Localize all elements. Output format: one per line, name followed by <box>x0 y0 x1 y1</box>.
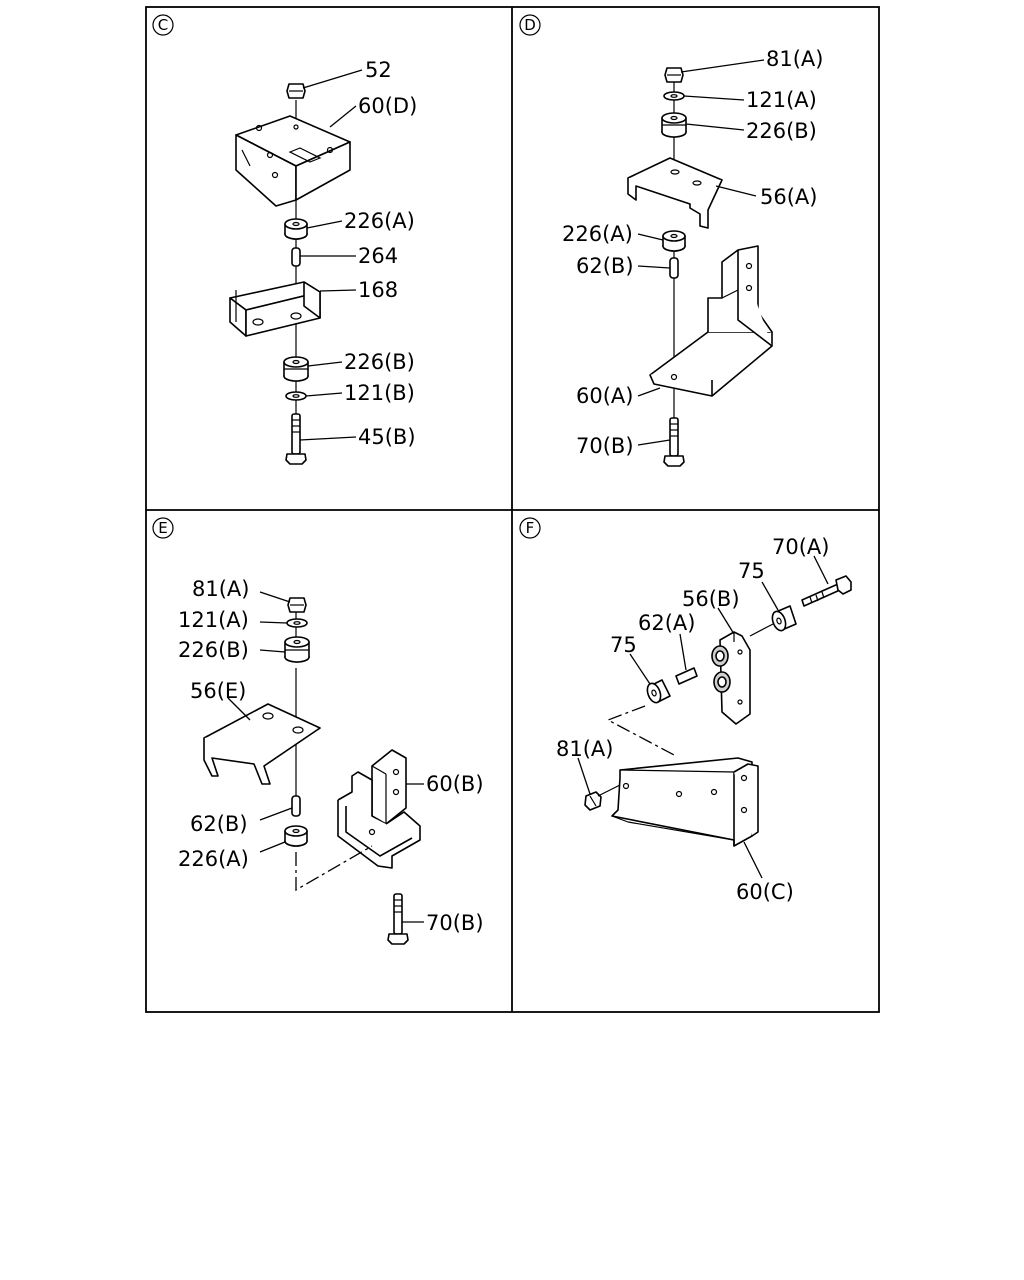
callout-75-lower: 75 <box>610 633 637 657</box>
rubber-mount-part <box>284 218 308 240</box>
panel-d-id-badge: D <box>519 14 541 36</box>
callout-121-a: 121(A) <box>746 88 817 112</box>
panel-f: 70(A) 75 56(B) 62(A) 75 81(A) 60(C) <box>556 535 852 904</box>
callout-121-b: 121(B) <box>344 381 415 405</box>
callout-60-d: 60(D) <box>358 94 417 118</box>
panel-f-id: F <box>526 519 535 537</box>
callout-226-a: 226(A) <box>178 847 249 871</box>
pin-part <box>669 257 679 279</box>
washer-part <box>285 391 307 401</box>
rubber-mount-part <box>662 230 686 252</box>
callout-81-a: 81(A) <box>766 47 823 71</box>
callout-168: 168 <box>358 278 398 302</box>
rubber-mount-part <box>771 605 797 632</box>
callout-62-a: 62(A) <box>638 611 695 635</box>
nut-part <box>664 67 684 83</box>
bracket-part <box>611 757 759 847</box>
panel-e-id: E <box>158 519 167 537</box>
bracket-part <box>235 115 351 207</box>
bracket-part <box>203 703 321 785</box>
callout-62-b: 62(B) <box>576 254 634 278</box>
callout-75-upper: 75 <box>738 559 765 583</box>
rubber-mount-part <box>284 636 310 663</box>
bracket-part <box>711 631 751 725</box>
panel-c-id-badge: C <box>152 14 174 36</box>
washer-part <box>286 618 308 628</box>
panel-c-id: C <box>158 16 168 34</box>
nut-part <box>286 83 306 99</box>
panel-e: 81(A) 121(A) 226(B) 56(E) 60(B) 62(B) 22… <box>178 577 484 945</box>
bracket-part <box>649 245 773 397</box>
callout-60-c: 60(C) <box>736 880 794 904</box>
callout-226-b: 226(B) <box>746 119 817 143</box>
nut-part <box>287 597 307 613</box>
callout-226-a: 226(A) <box>562 222 633 246</box>
callout-121-a: 121(A) <box>178 608 249 632</box>
callout-226-a: 226(A) <box>344 209 415 233</box>
callout-81-a: 81(A) <box>192 577 249 601</box>
bracket-part <box>229 281 321 337</box>
rubber-mount-part <box>283 356 309 382</box>
pin-part <box>291 795 301 817</box>
rubber-mount-part <box>661 112 687 138</box>
callout-264: 264 <box>358 244 398 268</box>
pin-part <box>291 247 301 267</box>
callout-62-b: 62(B) <box>190 812 248 836</box>
callout-70-b: 70(B) <box>576 434 634 458</box>
bolt-part <box>801 575 852 607</box>
washer-part <box>663 91 685 101</box>
rubber-mount-part <box>284 825 308 847</box>
panel-e-id-badge: E <box>152 517 174 539</box>
callout-60-a: 60(A) <box>576 384 633 408</box>
callout-56-a: 56(A) <box>760 185 817 209</box>
bracket-part <box>627 157 723 229</box>
callout-60-b: 60(B) <box>426 772 484 796</box>
callout-70-a: 70(A) <box>772 535 829 559</box>
callout-45-b: 45(B) <box>358 425 416 449</box>
callout-56-e: 56(E) <box>190 679 246 703</box>
bracket-part <box>337 749 421 869</box>
callout-81-a: 81(A) <box>556 737 613 761</box>
bolt-part <box>663 417 685 467</box>
nut-part <box>584 791 602 811</box>
callout-226-b: 226(B) <box>344 350 415 374</box>
callout-226-b: 226(B) <box>178 638 249 662</box>
panel-d: 81(A) 121(A) 226(B) 56(A) 226(A) 62(B) 6… <box>562 47 823 467</box>
panel-d-id: D <box>524 16 536 34</box>
pin-part <box>675 667 698 685</box>
callout-70-b: 70(B) <box>426 911 484 935</box>
panel-f-id-badge: F <box>519 517 541 539</box>
panel-c: 52 60(D) 226(A) 264 168 226(B) 121(B) 45… <box>229 58 417 465</box>
bolt-part <box>387 893 409 945</box>
rubber-mount-part <box>646 679 671 704</box>
callout-52: 52 <box>365 58 392 82</box>
bolt-part <box>285 413 307 465</box>
callout-56-b: 56(B) <box>682 587 740 611</box>
